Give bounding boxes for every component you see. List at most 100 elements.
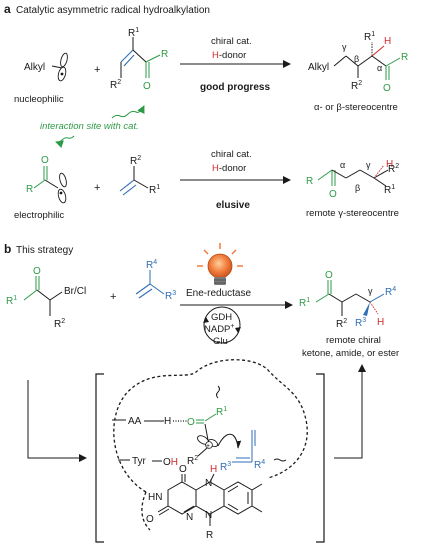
alkyl-label: Alkyl	[24, 62, 45, 73]
left-bracket	[95, 373, 104, 543]
radical-orbital-3	[197, 435, 219, 449]
r1-bond	[204, 413, 217, 422]
cofactor-cycle	[203, 306, 241, 344]
prod1-alpha: α	[377, 63, 382, 73]
haloketone-halide: Br/Cl	[64, 286, 86, 297]
alkene-1	[119, 166, 149, 196]
section-b-letter: b	[4, 242, 11, 256]
radical-orbital-1	[57, 52, 68, 82]
prod2-r: R	[306, 176, 313, 187]
flavin-n-top: N	[205, 478, 212, 489]
active-o: O	[187, 417, 195, 428]
flavin-n-mid: N	[186, 512, 193, 523]
interaction-squiggle-arrow-2	[55, 135, 75, 149]
radical-c-bond	[204, 423, 209, 441]
wavy-bond-right	[273, 458, 287, 462]
cycle-gdh: GDH	[211, 312, 232, 323]
plus-sign-2: +	[94, 182, 100, 194]
radical-cation-plus: +	[206, 443, 210, 450]
out-of-active-site-arrow	[334, 364, 366, 459]
enone1-o: O	[143, 81, 151, 92]
product-2-skeleton	[317, 164, 389, 187]
enzyme-label: Ene-reductase	[186, 288, 251, 299]
flavin-o-top: O	[179, 464, 187, 475]
product-b-skeleton	[315, 280, 385, 316]
haloketone-r1: R1	[6, 295, 17, 307]
prod2-r2: R2	[388, 163, 399, 175]
plus-sign-3: +	[110, 291, 116, 303]
acyl-o: O	[41, 155, 49, 166]
productb-gamma: γ	[368, 286, 373, 296]
row2-cond-hdonor: H-donor	[212, 163, 246, 174]
alkyl-bond	[51, 65, 63, 69]
light-bulb-icon	[197, 243, 243, 285]
radical-addition-arrow	[217, 433, 242, 449]
row2-cond-catalyst: chiral cat.	[211, 149, 252, 160]
prod1-r1: R1	[364, 31, 375, 43]
row1-cond-hdonor: H-donor	[212, 50, 246, 61]
prod1-h: H	[384, 36, 391, 47]
productb-label-1: remote chiral	[326, 335, 381, 346]
enone-1	[120, 37, 161, 78]
prod2-gamma: γ	[366, 160, 371, 170]
flavin-n-bottom: N	[205, 510, 212, 521]
haloketone-r2: R2	[54, 318, 65, 330]
prod2-stereo-label: remote γ-stereocentre	[306, 208, 399, 219]
active-r4: R4	[254, 459, 265, 471]
prod1-beta: β	[354, 54, 359, 64]
right-bracket	[316, 373, 325, 543]
section-a-title: Catalytic asymmetric radical hydroalkyla…	[16, 5, 210, 16]
cycle-nadp: NADP+	[204, 323, 235, 335]
prod1-r2: R2	[351, 80, 362, 92]
active-r3: R3	[220, 461, 231, 473]
flavin-o-bottom: O	[146, 514, 154, 525]
active-r1: R1	[216, 406, 227, 418]
alkene1-r2: R2	[130, 155, 141, 167]
prod2-alpha: α	[340, 160, 345, 170]
flavin-cofactor	[157, 473, 263, 526]
alkene-2	[135, 270, 165, 299]
active-r2: R2	[187, 455, 198, 467]
row1-result: good progress	[200, 82, 270, 93]
productb-label-2: ketone, amide, or ester	[302, 348, 399, 359]
wavy-bond-top	[216, 385, 220, 399]
alkene1-r1: R1	[149, 184, 160, 196]
pocket-alkene	[232, 430, 256, 463]
electrophilic-label: electrophilic	[14, 210, 64, 221]
productb-r1: R1	[299, 297, 310, 309]
active-aa: AA	[128, 416, 142, 427]
plus-sign-1: +	[94, 64, 100, 76]
prod1-o: O	[383, 83, 391, 94]
tyr-oh: OH	[163, 457, 178, 468]
prod2-h: H	[386, 159, 393, 170]
r2-bond-active	[197, 447, 208, 457]
prod2-r1: R1	[384, 184, 395, 196]
section-b-title: This strategy	[16, 245, 73, 256]
section-a-letter: a	[4, 2, 11, 16]
haloketone	[23, 276, 63, 316]
alkene2-r3: R3	[165, 290, 176, 302]
prod1-alkyl: Alkyl	[308, 62, 329, 73]
interaction-squiggle-arrow	[111, 105, 145, 119]
productb-r2: R2	[336, 318, 347, 330]
row2-result: elusive	[216, 200, 250, 211]
row1-cond-catalyst: chiral cat.	[211, 36, 252, 47]
prod2-beta: β	[355, 183, 360, 193]
enone1-r1: R1	[128, 27, 139, 39]
flavin-hn: HN	[148, 492, 162, 503]
enone1-r2: R2	[110, 79, 121, 91]
acyl-radical	[33, 166, 59, 189]
prod1-r: R	[401, 52, 408, 63]
prod1-gamma: γ	[342, 42, 347, 52]
productb-r4: R4	[385, 286, 396, 298]
nucleophilic-label: nucleophilic	[14, 94, 64, 105]
active-h: H	[164, 416, 171, 427]
interaction-note: interaction site with cat.	[40, 121, 139, 132]
acyl-r: R	[26, 184, 33, 195]
cycle-glu: Glu	[213, 336, 228, 347]
product-1-skeleton	[333, 42, 401, 80]
into-active-site-arrow	[27, 380, 87, 462]
productb-h: H	[377, 317, 384, 328]
active-tyr: Tyr	[132, 456, 147, 467]
